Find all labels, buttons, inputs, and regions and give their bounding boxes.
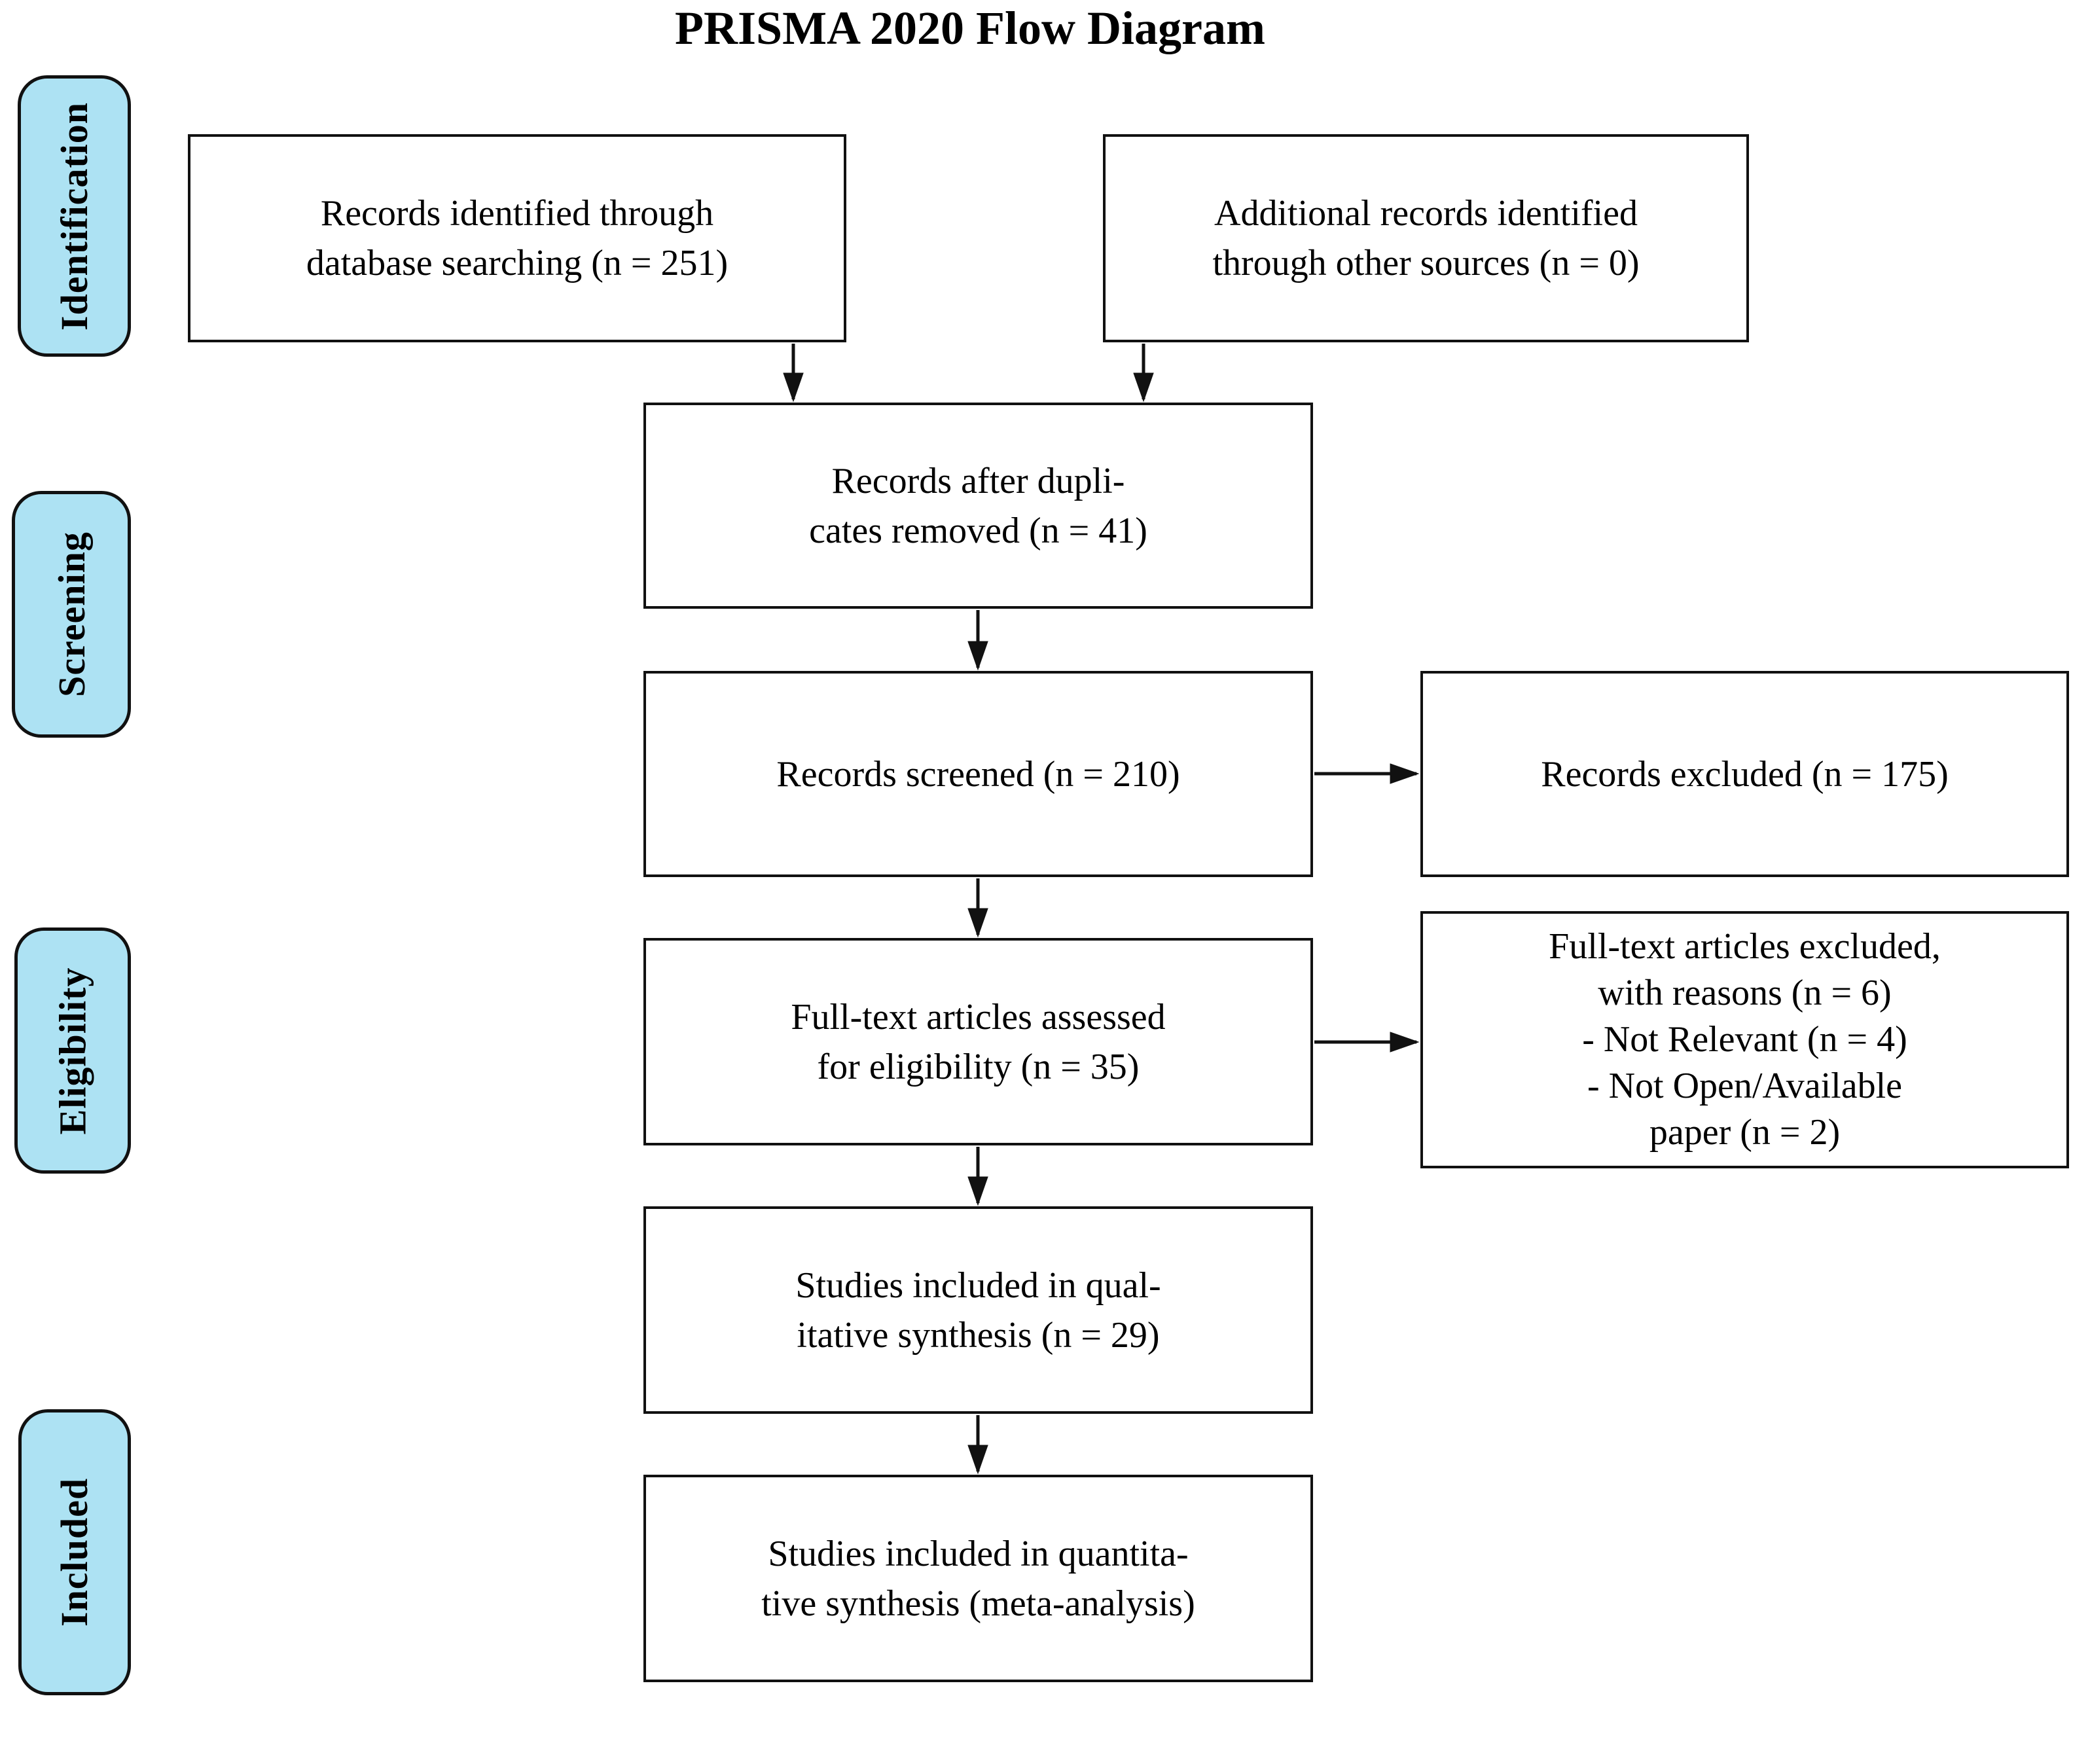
stage-included: Included bbox=[18, 1409, 131, 1695]
stage-screening: Screening bbox=[12, 491, 131, 738]
box-line: - Not Relevant (n = 4) bbox=[1582, 1019, 1907, 1060]
box-line: tive synthesis (meta-analysis) bbox=[761, 1583, 1195, 1624]
box-text: Records excluded (n = 175) bbox=[1541, 749, 1949, 799]
box-after-duplicates: Records after dupli- cates removed (n = … bbox=[643, 403, 1313, 609]
page-title: PRISMA 2020 Flow Diagram bbox=[675, 2, 1265, 54]
stage-eligibility: Eligibility bbox=[14, 927, 131, 1174]
stage-label: Screening bbox=[50, 531, 93, 697]
box-line: Additional records identified bbox=[1214, 193, 1638, 234]
box-line: Records identified through bbox=[320, 193, 714, 234]
box-text: Studies included in quantita- tive synth… bbox=[761, 1529, 1195, 1629]
stage-label: Identification bbox=[53, 101, 96, 331]
stage-label: Included bbox=[53, 1477, 96, 1627]
box-line: Studies included in qual- bbox=[795, 1265, 1161, 1306]
box-records-excluded: Records excluded (n = 175) bbox=[1420, 671, 2069, 877]
box-records-identified: Records identified through database sear… bbox=[188, 134, 846, 342]
box-fulltext-assessed: Full-text articles assessed for eligibil… bbox=[643, 938, 1313, 1145]
box-line: cates removed (n = 41) bbox=[809, 510, 1147, 551]
box-line: Full-text articles assessed bbox=[791, 996, 1166, 1037]
box-text: Records after dupli- cates removed (n = … bbox=[809, 456, 1147, 556]
box-line: Records after dupli- bbox=[831, 460, 1125, 501]
box-line: for eligibility (n = 35) bbox=[817, 1046, 1140, 1087]
box-text: Full-text articles excluded, with reason… bbox=[1549, 924, 1941, 1156]
box-fulltext-excluded: Full-text articles excluded, with reason… bbox=[1420, 911, 2069, 1168]
box-line: with reasons (n = 6) bbox=[1598, 973, 1892, 1013]
box-line: itative synthesis (n = 29) bbox=[797, 1314, 1160, 1356]
box-line: database searching (n = 251) bbox=[306, 243, 729, 283]
stage-label: Eligibility bbox=[51, 967, 94, 1134]
box-quantitative-synthesis: Studies included in quantita- tive synth… bbox=[643, 1475, 1313, 1682]
box-additional-records: Additional records identified through ot… bbox=[1103, 134, 1749, 342]
box-text: Additional records identified through ot… bbox=[1212, 189, 1639, 288]
box-text: Records screened (n = 210) bbox=[776, 749, 1180, 799]
box-line: Records excluded (n = 175) bbox=[1541, 753, 1949, 795]
box-text: Studies included in qual- itative synthe… bbox=[795, 1261, 1161, 1360]
box-qualitative-synthesis: Studies included in qual- itative synthe… bbox=[643, 1206, 1313, 1414]
box-line: Studies included in quantita- bbox=[768, 1533, 1189, 1574]
box-line: through other sources (n = 0) bbox=[1212, 243, 1640, 283]
box-text: Full-text articles assessed for eligibil… bbox=[791, 992, 1165, 1092]
box-line: paper (n = 2) bbox=[1649, 1112, 1841, 1153]
box-text: Records identified through database sear… bbox=[306, 189, 728, 288]
box-line: Records screened (n = 210) bbox=[776, 753, 1180, 795]
box-line: Full-text articles excluded, bbox=[1549, 926, 1941, 967]
box-records-screened: Records screened (n = 210) bbox=[643, 671, 1313, 877]
stage-identification: Identification bbox=[18, 75, 131, 357]
box-line: - Not Open/Available bbox=[1587, 1066, 1902, 1106]
